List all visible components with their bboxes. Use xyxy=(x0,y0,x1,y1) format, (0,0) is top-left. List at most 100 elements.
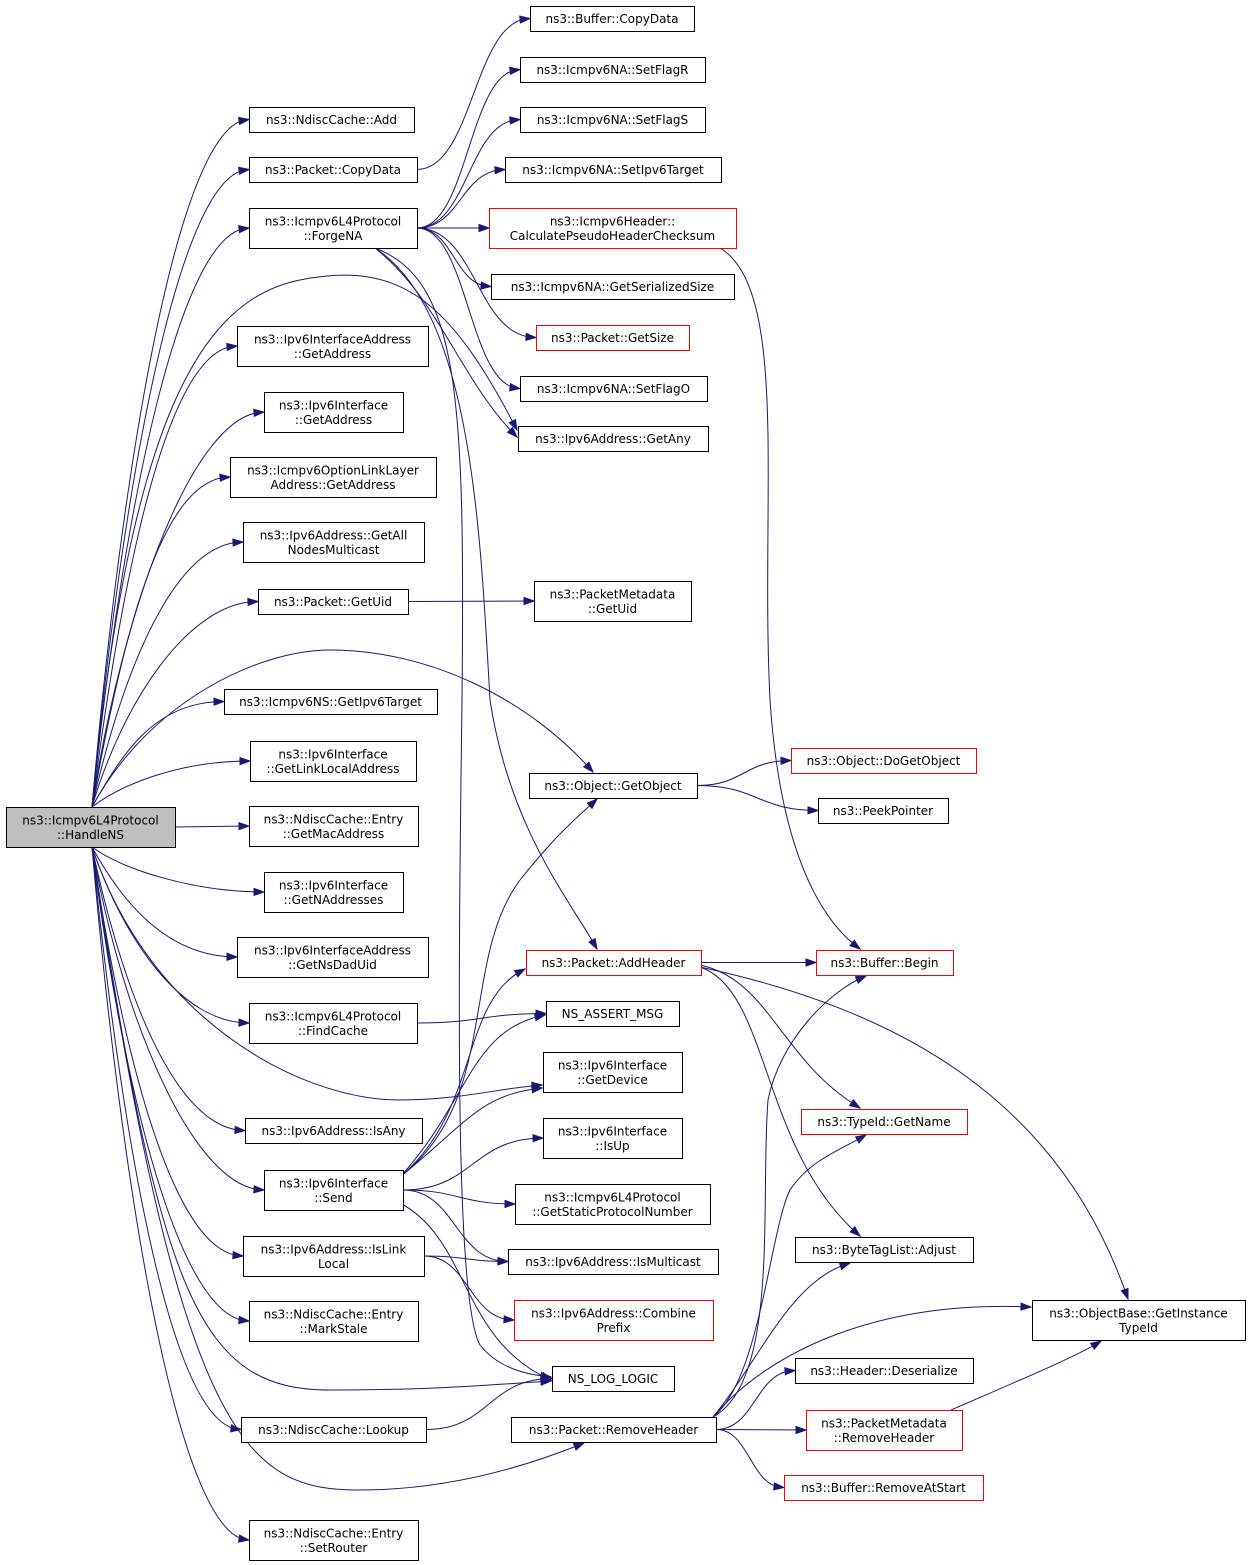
node-typeIdGetName[interactable]: ns3::TypeId::GetName xyxy=(801,1109,968,1135)
node-ifaceSend[interactable]: ns3::Ipv6Interface::Send xyxy=(264,1170,404,1211)
arrowhead-icon xyxy=(238,116,251,126)
node-label-line: ns3::Icmpv6NA::GetSerializedSize xyxy=(511,280,714,294)
node-ifaddrGetAddress[interactable]: ns3::Ipv6InterfaceAddress::GetAddress xyxy=(237,326,429,367)
arrowhead-icon xyxy=(504,1199,517,1209)
node-assertMsg[interactable]: NS_ASSERT_MSG xyxy=(546,1001,680,1027)
node-label-line: ns3::Ipv6InterfaceAddress xyxy=(254,943,411,957)
call-edge-pktGetUid-to-pmGetUid xyxy=(407,596,536,606)
node-label-line: ns3::Packet::CopyData xyxy=(265,163,401,177)
arrowhead-icon xyxy=(586,797,599,810)
node-ifaceGetAddress[interactable]: ns3::Ipv6Interface::GetAddress xyxy=(264,392,404,433)
node-box xyxy=(791,748,977,774)
node-forgeNA[interactable]: ns3::Icmpv6L4Protocol::ForgeNA xyxy=(249,208,418,249)
call-edge-objGetObject-to-peekPointer xyxy=(696,785,820,815)
node-addrGetAny[interactable]: ns3::Ipv6Address::GetAny xyxy=(518,426,709,452)
arrowhead-icon xyxy=(588,937,598,951)
node-label-line: ns3::Icmpv6NA::SetIpv6Target xyxy=(522,163,704,177)
node-pktAddHeader[interactable]: ns3::Packet::AddHeader xyxy=(526,950,702,976)
node-label-line: ns3::PacketMetadata xyxy=(821,1416,947,1430)
node-pktGetSize[interactable]: ns3::Packet::GetSize xyxy=(536,325,690,351)
node-naSetTarget[interactable]: ns3::Icmpv6NA::SetIpv6Target xyxy=(505,157,722,183)
node-entryGetMac[interactable]: ns3::NdiscCache::Entry::GetMacAddress xyxy=(249,806,419,847)
node-ifaceGetDevice[interactable]: ns3::Ipv6Interface::GetDevice xyxy=(543,1052,683,1093)
node-root[interactable]: ns3::Icmpv6L4Protocol::HandleNS xyxy=(6,807,176,848)
node-box xyxy=(243,1236,425,1277)
node-label-line: ::GetStaticProtocolNumber xyxy=(532,1205,692,1219)
node-naGetSerSize[interactable]: ns3::Icmpv6NA::GetSerializedSize xyxy=(491,274,735,300)
node-bufBegin[interactable]: ns3::Buffer::Begin xyxy=(816,950,954,976)
node-label-line: ns3::Ipv6Interface xyxy=(279,1176,388,1190)
node-label-line: ns3::Icmpv6L4Protocol xyxy=(265,1009,401,1023)
node-label-line: ::FindCache xyxy=(298,1024,368,1038)
node-label-line: NodesMulticast xyxy=(288,543,380,557)
node-label-line: ::GetLinkLocalAddress xyxy=(267,762,400,776)
node-pktRemoveHeader[interactable]: ns3::Packet::RemoveHeader xyxy=(511,1417,717,1443)
node-getStaticProto[interactable]: ns3::Icmpv6L4Protocol::GetStaticProtocol… xyxy=(515,1184,711,1225)
node-pktGetUid[interactable]: ns3::Packet::GetUid xyxy=(258,589,409,615)
call-edge-root-to-optGetAddress xyxy=(91,473,232,808)
node-naSetFlagS[interactable]: ns3::Icmpv6NA::SetFlagS xyxy=(520,107,706,133)
node-nsGetTarget[interactable]: ns3::Icmpv6NS::GetIpv6Target xyxy=(224,689,438,715)
node-label-line: ns3::Packet::RemoveHeader xyxy=(529,1423,698,1437)
node-optGetAddress[interactable]: ns3::Icmpv6OptionLinkLayerAddress::GetAd… xyxy=(230,457,437,498)
node-box xyxy=(543,1118,683,1159)
node-ndiscLookup[interactable]: ns3::NdiscCache::Lookup xyxy=(241,1417,427,1443)
node-objGetObject[interactable]: ns3::Object::GetObject xyxy=(529,773,698,799)
node-box xyxy=(491,274,735,300)
node-label-line: ::GetMacAddress xyxy=(283,827,385,841)
node-logLogic[interactable]: NS_LOG_LOGIC xyxy=(552,1366,675,1392)
node-label-line: TypeId xyxy=(1118,1321,1158,1335)
node-label-line: ::ForgeNA xyxy=(304,229,364,243)
node-objDoGetObject[interactable]: ns3::Object::DoGetObject xyxy=(791,748,977,774)
node-ifaceGetLinkLocal[interactable]: ns3::Ipv6Interface::GetLinkLocalAddress xyxy=(250,741,417,782)
call-edge-root-to-ifaceGetNAddr xyxy=(91,846,266,897)
call-edge-ifaceSend-to-ifaceGetDevice xyxy=(399,1085,544,1178)
node-label-line: ::Send xyxy=(314,1191,352,1205)
node-label-line: ::GetNsDadUid xyxy=(288,958,377,972)
arrowhead-icon xyxy=(238,1315,251,1325)
node-box xyxy=(230,457,437,498)
arrowhead-icon xyxy=(509,383,522,392)
node-ifaceGetNAddr[interactable]: ns3::Ipv6Interface::GetNAddresses xyxy=(264,872,404,913)
call-edge-pktRemoveHeader-to-pmRemoveHeader xyxy=(715,1425,808,1435)
node-addrIsAny[interactable]: ns3::Ipv6Address::IsAny xyxy=(245,1118,423,1144)
arrowhead-icon xyxy=(247,597,260,607)
node-naSetFlagR[interactable]: ns3::Icmpv6NA::SetFlagR xyxy=(520,57,706,83)
node-pktCopyData[interactable]: ns3::Packet::CopyData xyxy=(249,157,418,183)
node-label-line: ns3::NdiscCache::Lookup xyxy=(258,1423,409,1437)
node-calcPseudo[interactable]: ns3::Icmpv6Header::CalculatePseudoHeader… xyxy=(489,208,737,249)
node-bufRemoveAtStart[interactable]: ns3::Buffer::RemoveAtStart xyxy=(784,1475,984,1501)
node-pmGetUid[interactable]: ns3::PacketMetadata::GetUid xyxy=(534,581,692,622)
node-box xyxy=(241,1417,427,1443)
arrowhead-icon xyxy=(219,473,232,482)
node-ndiscAdd[interactable]: ns3::NdiscCache::Add xyxy=(249,107,415,133)
node-headerDeserialize[interactable]: ns3::Header::Deserialize xyxy=(795,1358,974,1384)
call-edge-root-to-ifaddrGetNsDad xyxy=(91,846,239,961)
node-box xyxy=(505,157,722,183)
node-label-line: ::MarkStale xyxy=(299,1322,367,1336)
node-bufCopyData[interactable]: ns3::Buffer::CopyData xyxy=(530,6,695,32)
call-edge-ifaceSend-to-ifaceIsUp xyxy=(402,1134,545,1191)
node-byteTagAdjust[interactable]: ns3::ByteTagList::Adjust xyxy=(795,1237,974,1263)
node-entryMarkStale[interactable]: ns3::NdiscCache::Entry::MarkStale xyxy=(249,1301,419,1342)
node-ifaddrGetNsDad[interactable]: ns3::Ipv6InterfaceAddress::GetNsDadUid xyxy=(237,937,429,978)
arrowhead-icon xyxy=(795,1425,808,1435)
call-edge-pmRemoveHeader-to-objBaseGetTid xyxy=(950,1340,1103,1411)
node-ifaceIsUp[interactable]: ns3::Ipv6Interface::IsUp xyxy=(543,1118,683,1159)
call-edge-pktRemoveHeader-to-typeIdGetName xyxy=(712,1134,868,1418)
node-addrIsMulticast[interactable]: ns3::Ipv6Address::IsMulticast xyxy=(508,1249,719,1275)
node-naSetFlagO[interactable]: ns3::Icmpv6NA::SetFlagO xyxy=(520,376,708,402)
call-edge-ifaceSend-to-assertMsg xyxy=(399,1013,547,1178)
node-label-line: ns3::TypeId::GetName xyxy=(817,1115,950,1129)
node-peekPointer[interactable]: ns3::PeekPointer xyxy=(818,798,949,824)
node-label-line: Address::GetAddress xyxy=(270,478,395,492)
node-entrySetRouter[interactable]: ns3::NdiscCache::Entry::SetRouter xyxy=(249,1520,419,1561)
node-pmRemoveHeader[interactable]: ns3::PacketMetadata::RemoveHeader xyxy=(806,1410,963,1451)
call-edge-root-to-pktCopyData xyxy=(91,166,251,808)
node-findCache[interactable]: ns3::Icmpv6L4Protocol::FindCache xyxy=(249,1003,418,1044)
